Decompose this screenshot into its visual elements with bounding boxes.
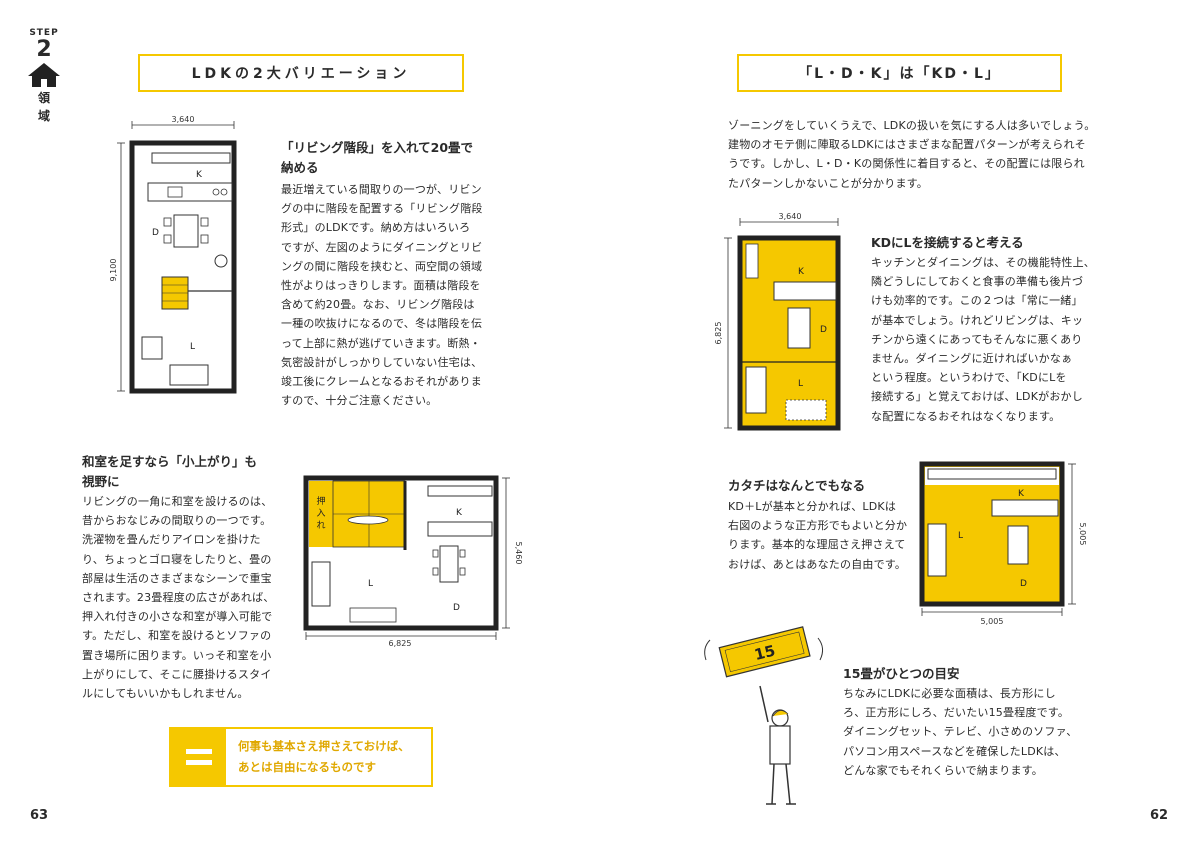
plan4-d-label: D (1020, 579, 1027, 589)
plan4-l-label: L (958, 531, 963, 541)
plan3-k-label: K (798, 267, 805, 277)
page-number-right: 62 (1150, 808, 1169, 823)
left-section2-body: リビングの一角に和室を設けるのは、昔からおなじみの間取りの一つです。 洗濯物を畳… (82, 495, 275, 701)
left-section1-body: 最近増えている間取りの一つが、リビングの中に階段を配置する「リビング階段 形式」… (281, 183, 483, 408)
tatami-number: 15 (753, 642, 778, 665)
plan3-width-label: 3,640 (779, 212, 802, 221)
floor-plan-living-stairs: 3,640 9,100 K D L (108, 115, 258, 405)
plan1-k-label: K (196, 170, 203, 180)
plan1-d-label: D (152, 228, 159, 238)
person-holding-tatami-illustration: 15 (700, 626, 830, 815)
plan1-l-label: L (190, 342, 195, 352)
step-sidebar: STEP 2 領 域 (22, 28, 66, 124)
vertical-text-2: 域 (37, 109, 50, 123)
right-intro: ゾーニングをしていくうえで、LDKの扱いを気にする人は多いでしょう。建物のオモテ… (728, 119, 1096, 190)
page-number-left: 63 (30, 808, 49, 823)
plan1-height-label: 9,100 (109, 259, 118, 282)
floor-plan-tatami: 押 入 れ K D L 5,460 6,825 (300, 470, 525, 648)
plan4-height-label: 5,005 (1078, 523, 1087, 546)
callout-line-2: あとは自由になるものです (238, 760, 376, 774)
right-section2-heading: カタチはなんとでもなる (728, 478, 866, 493)
plan3-height-label: 6,825 (714, 322, 723, 345)
right-section3-heading: 15畳がひとつの目安 (843, 666, 960, 681)
floor-plan-kd-l: 3,640 6,825 K D L (712, 212, 852, 434)
plan3-l-label: L (798, 379, 803, 389)
left-section-title: LDKの2大バリエーション (138, 54, 464, 92)
right-section3-body: ちなみにLDKに必要な面積は、長方形にしろ、正方形にしろ、だいたい15畳程度です… (843, 687, 1078, 777)
oshiire-char-1: 押 (316, 495, 325, 507)
plan2-d-label: D (453, 603, 460, 613)
left-section2-heading: 和室を足すなら「小上がり」も 視野に (82, 454, 258, 489)
vertical-text-1: 領 (37, 91, 50, 105)
equals-icon (171, 729, 226, 785)
plan2-k-label: K (456, 508, 463, 518)
right-section1-heading: KDにLを接続すると考える (871, 235, 1024, 250)
left-section1-heading: 「リビング階段」を入れて20畳で 納める (281, 140, 474, 175)
oshiire-char-3: れ (316, 520, 325, 531)
oshiire-char-2: 入 (316, 508, 325, 519)
plan2-height-label: 5,460 (514, 542, 523, 565)
summary-callout: 何事も基本さえ押さえておけば、 あとは自由になるものです (169, 727, 433, 787)
right-section2-body: KD＋Lが基本と分かれば、LDKは右図のような正方形でもよいと分か ります。基本… (728, 500, 908, 571)
plan2-l-label: L (368, 579, 373, 589)
right-section1-body: キッチンとダイニングは、その機能特性上、隣どうしにしておくと食事の準備も後片づ … (871, 256, 1095, 423)
plan4-width-label: 5,005 (981, 617, 1004, 626)
step-number: 2 (36, 37, 52, 62)
floor-plan-square: K D L 5,005 5,005 (910, 456, 1090, 628)
right-section-title: 「L・D・K」は「KD・L」 (737, 54, 1062, 92)
plan2-width-label: 6,825 (389, 639, 412, 648)
plan1-width-label: 3,640 (172, 115, 195, 124)
plan3-d-label: D (820, 325, 827, 335)
house-icon (28, 63, 60, 87)
callout-line-1: 何事も基本さえ押さえておけば、 (238, 739, 410, 753)
step-label: STEP (29, 28, 59, 38)
plan4-k-label: K (1018, 489, 1025, 499)
